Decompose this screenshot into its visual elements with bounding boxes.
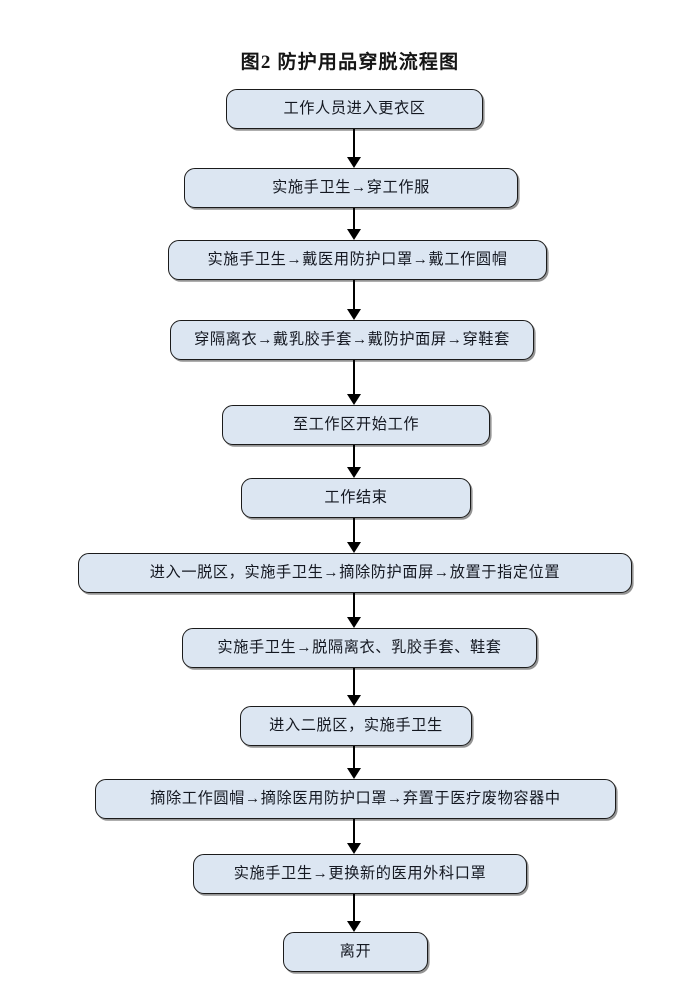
flow-node-label: 至工作区开始工作 [292,416,420,434]
arrow-head-icon [347,542,361,553]
arrow-head-icon [347,467,361,478]
connector-shaft [353,129,355,157]
arrow-head-icon [347,157,361,168]
flow-node-n9[interactable]: 进入二脱区，实施手卫生 [240,706,472,746]
connector-shaft [353,894,355,921]
connector-shaft [353,819,355,843]
arrow-head-icon [347,394,361,405]
connector-shaft [353,518,355,542]
diagram-title: 图2 防护用品穿脱流程图 [240,52,460,73]
flow-connector-n11-n12 [347,894,361,932]
flow-connector-n7-n8 [347,593,361,628]
flow-node-n11[interactable]: 实施手卫生→更换新的医用外科口罩 [193,854,527,894]
flow-node-label: 摘除工作圆帽→摘除医用防护口罩→弃置于医疗废物容器中 [150,790,561,808]
flow-connector-n2-n3 [347,208,361,240]
arrow-head-icon [347,309,361,320]
flow-node-label: 进入二脱区，实施手卫生 [269,717,443,735]
flow-node-n5[interactable]: 至工作区开始工作 [222,405,490,445]
arrow-head-icon [347,695,361,706]
arrow-head-icon [347,768,361,779]
connector-shaft [353,445,355,467]
connector-shaft [353,668,355,695]
arrow-head-icon [347,921,361,932]
connector-shaft [353,280,355,309]
connector-shaft [353,360,355,394]
flow-node-label: 进入一脱区，实施手卫生→摘除防护面屏→放置于指定位置 [149,564,561,582]
flow-connector-n8-n9 [347,668,361,706]
flow-node-label: 实施手卫生→脱隔离衣、乳胶手套、鞋套 [217,639,502,657]
flow-node-label: 工作结束 [324,489,388,507]
flow-connector-n5-n6 [347,445,361,478]
flow-node-label: 实施手卫生→更换新的医用外科口罩 [233,865,487,883]
flow-connector-n4-n5 [347,360,361,405]
flow-node-n6[interactable]: 工作结束 [241,478,471,518]
flow-connector-n1-n2 [347,129,361,168]
flow-node-label: 实施手卫生→穿工作服 [272,179,430,197]
flow-connector-n6-n7 [347,518,361,553]
flow-node-label: 离开 [339,943,372,961]
flow-node-label: 实施手卫生→戴医用防护口罩→戴工作圆帽 [207,251,508,269]
flow-node-n10[interactable]: 摘除工作圆帽→摘除医用防护口罩→弃置于医疗废物容器中 [95,779,616,819]
connector-shaft [353,208,355,229]
flow-node-label: 穿隔离衣→戴乳胶手套→戴防护面屏→穿鞋套 [194,331,510,349]
connector-shaft [353,593,355,617]
flow-node-label: 工作人员进入更衣区 [283,100,426,118]
flow-node-n2[interactable]: 实施手卫生→穿工作服 [184,168,518,208]
connector-shaft [353,746,355,768]
arrow-head-icon [347,843,361,854]
flow-node-n7[interactable]: 进入一脱区，实施手卫生→摘除防护面屏→放置于指定位置 [78,553,632,593]
flow-connector-n9-n10 [347,746,361,779]
flow-connector-n3-n4 [347,280,361,320]
flow-connector-n10-n11 [347,819,361,854]
flow-node-n8[interactable]: 实施手卫生→脱隔离衣、乳胶手套、鞋套 [182,628,537,668]
arrow-head-icon [347,617,361,628]
flow-node-n3[interactable]: 实施手卫生→戴医用防护口罩→戴工作圆帽 [168,240,547,280]
flow-node-n12[interactable]: 离开 [283,932,428,972]
flow-node-n4[interactable]: 穿隔离衣→戴乳胶手套→戴防护面屏→穿鞋套 [170,320,534,360]
arrow-head-icon [347,229,361,240]
flow-node-n1[interactable]: 工作人员进入更衣区 [226,89,483,129]
